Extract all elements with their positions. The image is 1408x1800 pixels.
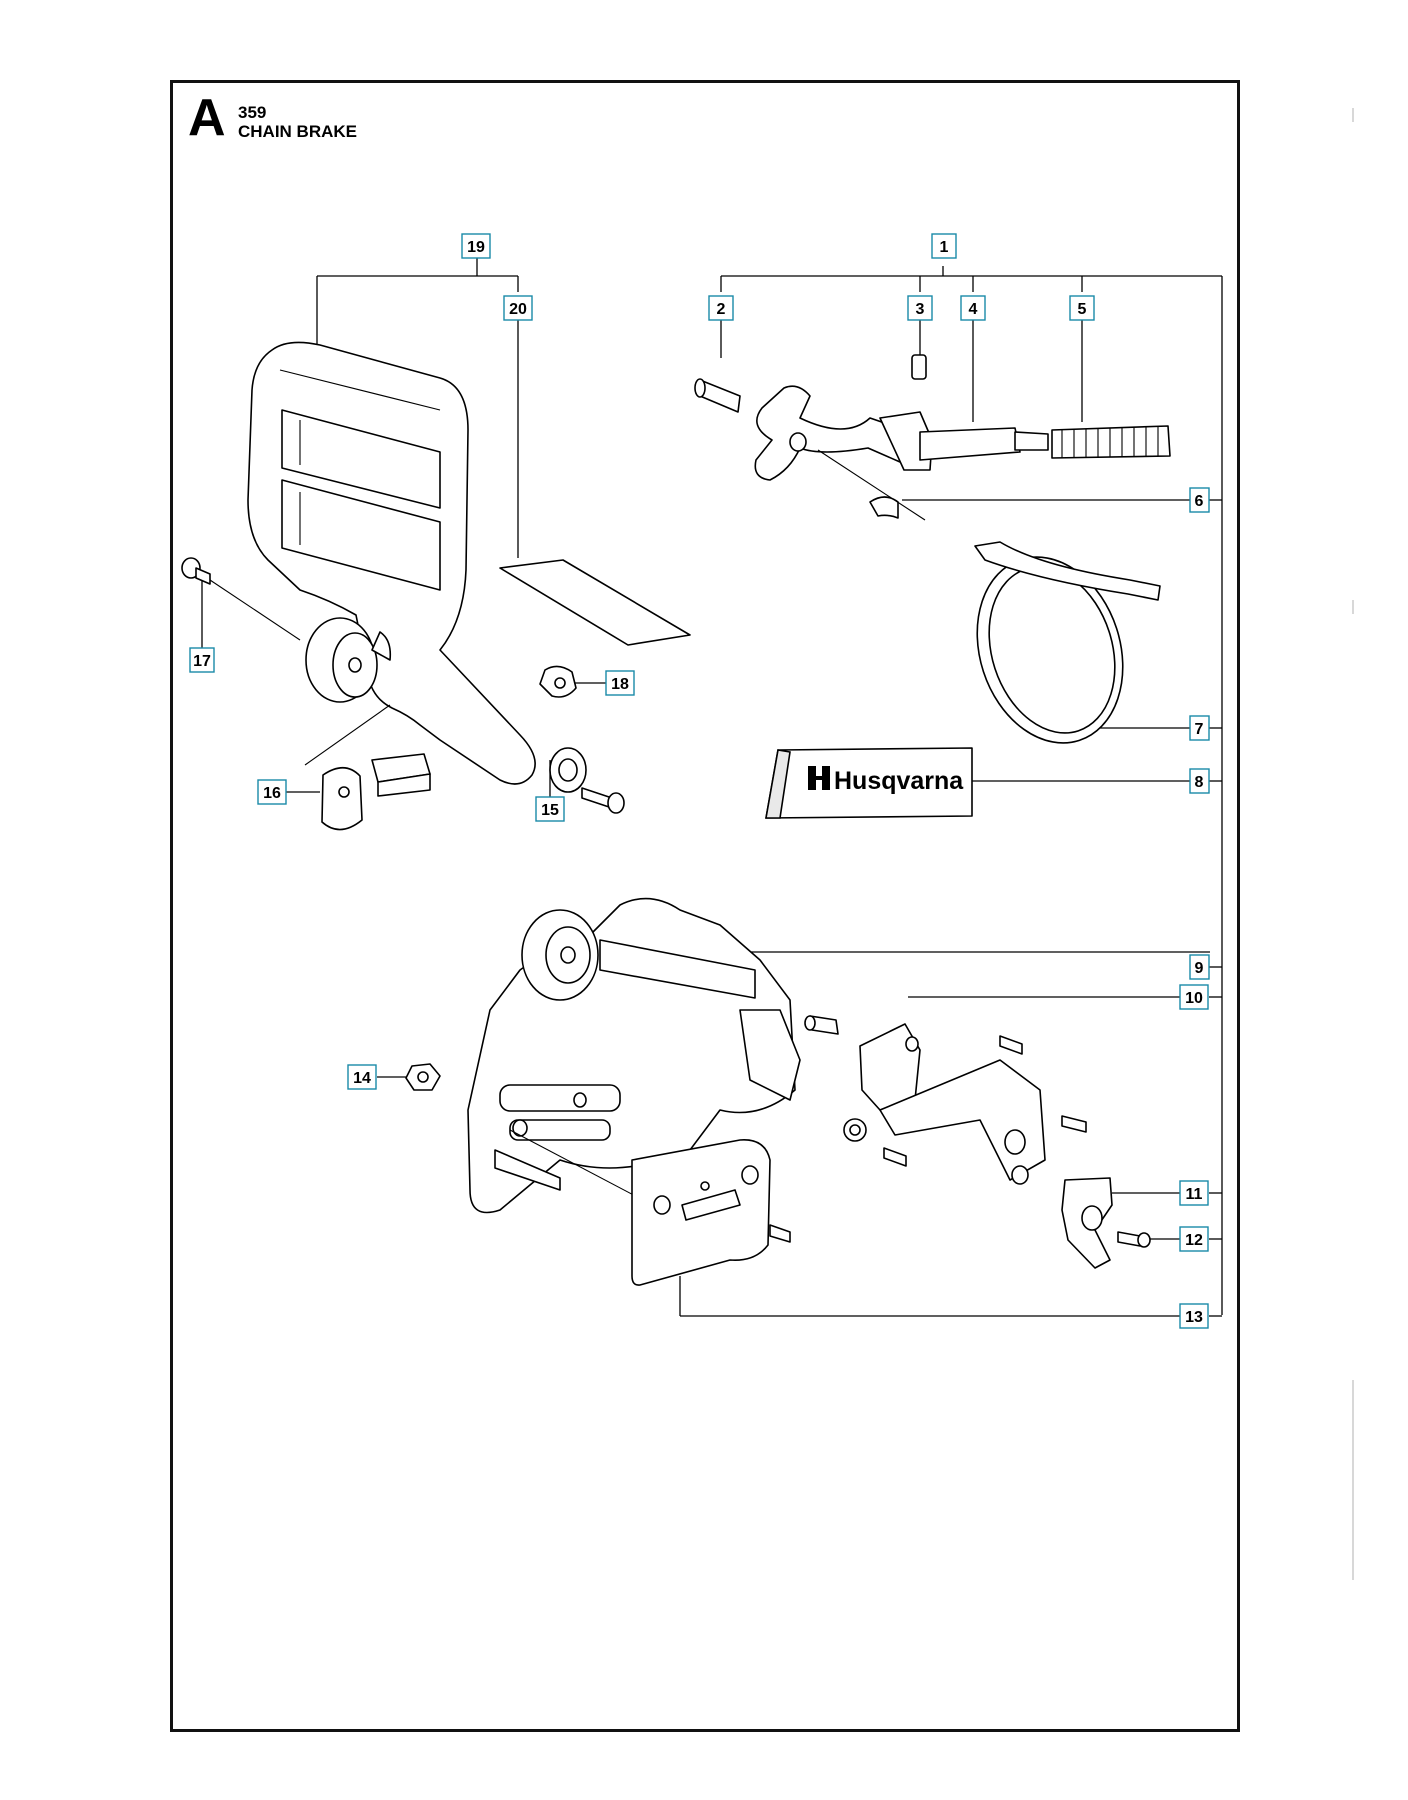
section-letter: A	[188, 89, 226, 147]
callout-19: 19	[461, 233, 491, 259]
svg-text:19: 19	[467, 239, 485, 256]
callout-13: 13	[1179, 1303, 1209, 1329]
svg-text:7: 7	[1195, 721, 1204, 738]
callout-3: 3	[907, 295, 933, 321]
brake-bracket	[843, 1023, 1087, 1185]
svg-text:20: 20	[509, 301, 527, 318]
callout-18: 18	[605, 670, 635, 696]
svg-text:10: 10	[1185, 990, 1203, 1007]
callout-11: 11	[1179, 1180, 1209, 1206]
washer-part	[539, 665, 577, 698]
svg-text:14: 14	[353, 1070, 371, 1087]
diagram-title: CHAIN BRAKE	[238, 122, 357, 141]
cam-and-block	[304, 704, 431, 831]
svg-text:9: 9	[1195, 960, 1204, 977]
callout-14: 14	[347, 1064, 377, 1090]
decal-sheet	[499, 559, 691, 646]
svg-text:11: 11	[1186, 1186, 1203, 1203]
callout-16: 16	[257, 779, 287, 805]
svg-text:3: 3	[916, 301, 925, 318]
pin	[804, 1015, 839, 1035]
drawing-frame	[170, 80, 1240, 1732]
callout-8: 8	[1189, 768, 1210, 794]
svg-text:12: 12	[1185, 1232, 1203, 1249]
svg-text:4: 4	[969, 301, 978, 318]
screw	[181, 557, 301, 641]
svg-text:5: 5	[1078, 301, 1087, 318]
brake-lever-assembly	[694, 354, 1171, 521]
callout-1: 1	[931, 233, 957, 259]
edge-mark	[1352, 600, 1354, 614]
callout-5: 5	[1069, 295, 1095, 321]
svg-text:17: 17	[193, 653, 211, 670]
callout-10: 10	[1179, 984, 1209, 1010]
front-hand-guard	[247, 341, 587, 793]
screw	[1117, 1231, 1151, 1248]
callout-15: 15	[535, 796, 565, 822]
svg-text:13: 13	[1185, 1309, 1203, 1326]
callout-12: 12	[1179, 1226, 1209, 1252]
svg-text:2: 2	[717, 301, 726, 318]
callout-20: 20	[503, 295, 533, 321]
edge-mark	[1352, 1380, 1354, 1580]
nut	[405, 1063, 441, 1091]
svg-text:1: 1	[940, 239, 949, 256]
brake-actuator	[1061, 1177, 1113, 1269]
decal-brand-text: Husqvarna	[834, 767, 964, 795]
svg-text:15: 15	[541, 802, 559, 819]
callout-6: 6	[1189, 487, 1210, 513]
guide-plate	[631, 1139, 791, 1286]
svg-text:18: 18	[611, 676, 629, 693]
svg-text:8: 8	[1195, 774, 1204, 791]
brand-decal: Husqvarna	[765, 747, 973, 819]
model-number: 359	[238, 103, 267, 122]
svg-text:6: 6	[1195, 493, 1204, 510]
chain-brake-housing	[467, 897, 801, 1231]
callout-9: 9	[1189, 954, 1210, 980]
callout-7: 7	[1189, 715, 1210, 741]
screw	[581, 787, 625, 814]
svg-text:16: 16	[263, 785, 281, 802]
edge-mark	[1352, 108, 1354, 122]
brake-band	[974, 541, 1161, 744]
callout-17: 17	[189, 647, 215, 673]
callout-4: 4	[960, 295, 986, 321]
callout-2: 2	[708, 295, 734, 321]
